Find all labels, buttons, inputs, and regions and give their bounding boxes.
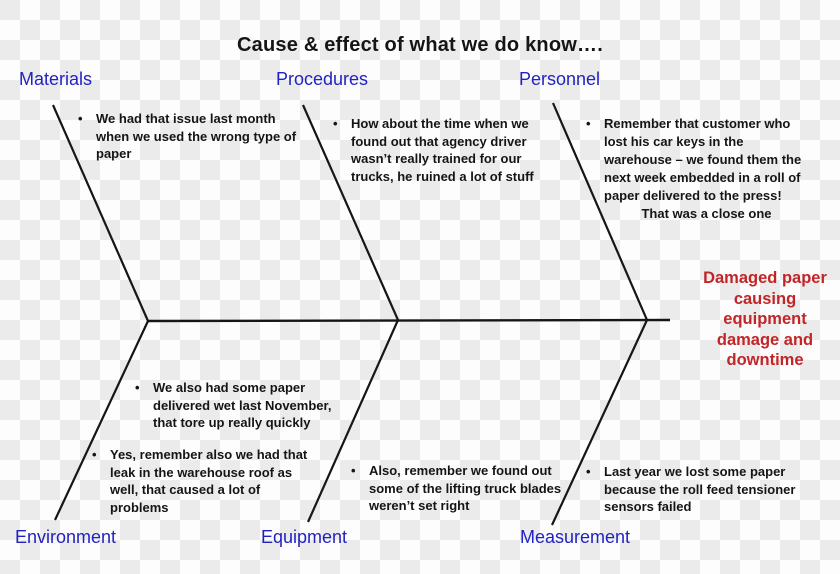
bullet-marker: • <box>135 380 140 395</box>
category-label-materials: Materials <box>19 69 93 89</box>
note-materials-text: We had that issue last month when we use… <box>96 111 297 162</box>
effect-statement: Damaged paper causing equipment damage a… <box>703 269 827 369</box>
bullet-marker: • <box>586 116 591 131</box>
diagram-title: Cause & effect of what we do know…. <box>237 34 603 56</box>
note-personnel: • Remember that customer who lost his ca… <box>586 115 838 223</box>
category-label-procedures: Procedures <box>276 69 369 89</box>
bullet-marker: • <box>586 464 591 479</box>
category-label-personnel: Personnel <box>519 69 601 89</box>
spine-line <box>147 318 671 323</box>
category-label-environment: Environment <box>15 527 117 547</box>
note-measurement: • Last year we lost some paper because t… <box>586 463 836 516</box>
bullet-marker: • <box>351 463 356 478</box>
note-environment-2-text: Yes, remember also we had that leak in t… <box>110 447 308 515</box>
bullet-marker: • <box>92 447 97 462</box>
note-environment-1: • We also had some paper delivered wet l… <box>135 379 375 432</box>
note-materials: • We had that issue last month when we u… <box>78 110 318 163</box>
category-label-measurement: Measurement <box>520 527 631 547</box>
note-procedures: • How about the time when we found out t… <box>333 115 583 185</box>
note-equipment-text: Also, remember we found out some of the … <box>369 463 562 514</box>
note-measurement-text: Last year we lost some paper because the… <box>604 464 796 515</box>
note-procedures-text: How about the time when we found out tha… <box>351 116 534 184</box>
note-environment-1-text: We also had some paper delivered wet las… <box>153 380 332 431</box>
bullet-marker: • <box>78 111 83 126</box>
note-personnel-extra-text: That was a close one <box>641 206 772 221</box>
note-environment-2: • Yes, remember also we had that leak in… <box>92 446 332 516</box>
category-label-equipment: Equipment <box>261 527 348 547</box>
note-equipment: • Also, remember we found out some of th… <box>351 462 601 515</box>
bullet-marker: • <box>333 116 338 131</box>
note-personnel-text: Remember that customer who lost his car … <box>604 116 802 203</box>
